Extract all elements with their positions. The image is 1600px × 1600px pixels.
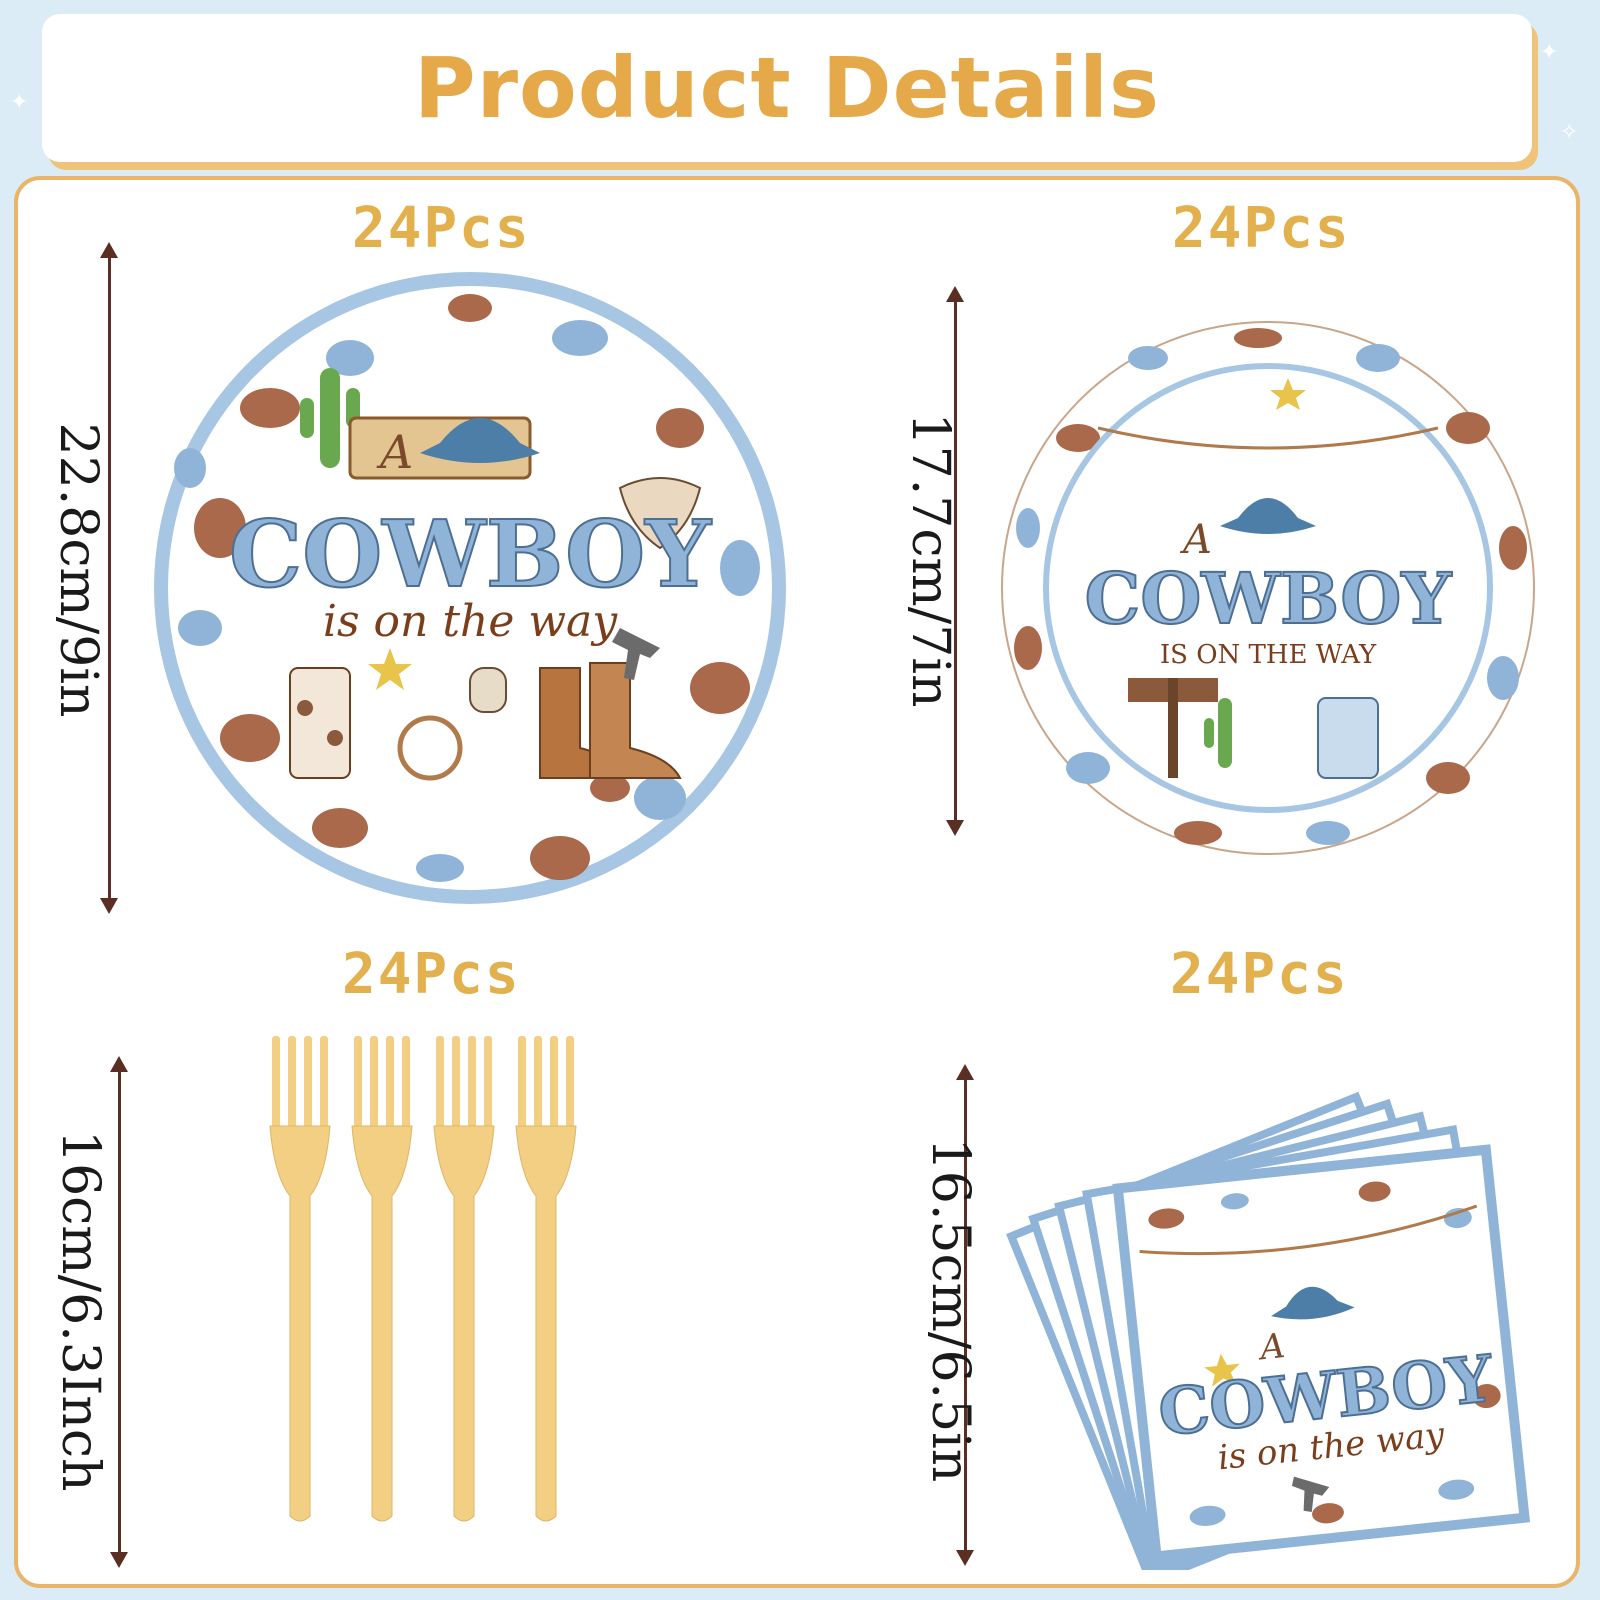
lasso-icon (397, 715, 463, 781)
plate-text-cowboy: COWBOY (1085, 557, 1453, 640)
cowboy-hat-icon (420, 418, 540, 463)
quantity-label-forks: 24Pcs (342, 942, 521, 1007)
fork-icon (433, 1036, 495, 1522)
dimension-label-napkins: 16.5cm/6.5in (920, 1137, 980, 1483)
revolver-icon (1291, 1476, 1330, 1512)
page-title: Product Details (414, 39, 1160, 137)
fork-icon (351, 1036, 413, 1522)
dimension-label-small-plate: 17.7cm/7in (900, 412, 960, 708)
plate-text-subtitle: IS ON THE WAY (1160, 640, 1377, 670)
fork-icon (515, 1036, 577, 1522)
dimension-arrow-small-plate (946, 286, 964, 836)
sparkle-decoration: ✦ (1540, 40, 1559, 65)
large-plate-image: A COWBOY is on the way (154, 272, 786, 904)
money-bag-icon (469, 667, 507, 713)
cow-spots-pattern (1014, 328, 1527, 845)
plate-text-subtitle: is on the way (323, 596, 618, 647)
sheriff-star-icon (368, 648, 412, 690)
plate-text-a: A (1179, 517, 1212, 563)
plate-text-cowboy: COWBOY (229, 500, 712, 608)
cowboy-boots-icon (539, 662, 682, 779)
napkins-image: A COWBOY is on the way (1006, 1091, 1531, 1570)
sheriff-star-icon (1204, 1353, 1240, 1387)
dimension-label-forks: 16cm/6.3Inch (50, 1130, 110, 1492)
sheriff-star-icon (1270, 378, 1306, 410)
sparkle-decoration: ✧ (1560, 120, 1579, 145)
cowboy-hat-icon (1271, 1286, 1355, 1320)
overalls-icon (289, 667, 351, 779)
forks-image (269, 1036, 577, 1522)
plate-text-a: A (376, 425, 413, 479)
quantity-label-napkins: 24Pcs (1170, 942, 1349, 1007)
small-plate-image: A COWBOY IS ON THE WAY (1001, 321, 1535, 855)
quantity-label-large-plate: 24Pcs (352, 196, 531, 261)
clothesline-icon (1097, 426, 1439, 450)
header-banner: Product Details (42, 14, 1532, 162)
cow-spots-pattern (174, 294, 760, 882)
clothesline-icon (1139, 1204, 1478, 1256)
sparkle-decoration: ✦ (10, 90, 29, 115)
fork-icon (269, 1036, 331, 1522)
dimension-arrow-large-plate (100, 242, 118, 914)
quantity-label-small-plate: 24Pcs (1172, 196, 1351, 261)
dimension-arrow-forks (110, 1056, 128, 1568)
dimension-arrow-napkins (956, 1064, 974, 1566)
cactus-icon (1204, 698, 1232, 768)
bull-skull-icon (618, 477, 702, 550)
overalls-icon (1317, 697, 1379, 779)
cowboy-hat-icon (1220, 498, 1316, 534)
revolver-icon (612, 628, 660, 680)
dimension-label-large-plate: 22.8cm/9in (48, 422, 108, 718)
